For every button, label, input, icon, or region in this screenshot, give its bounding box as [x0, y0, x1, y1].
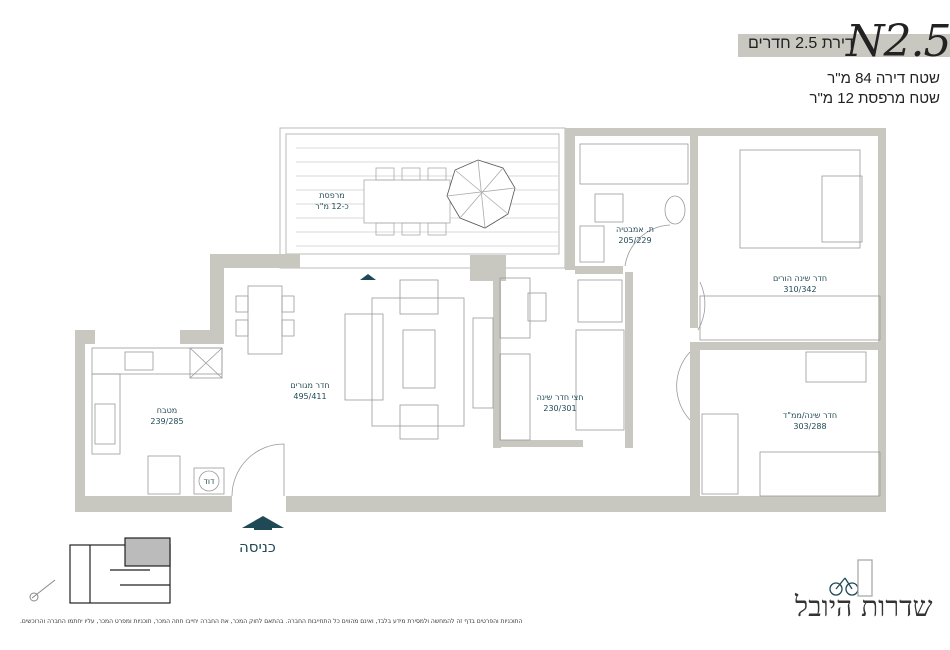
building-keyplan [69, 537, 171, 604]
balcony-arrow-icon [360, 274, 376, 280]
title-band [738, 34, 950, 57]
water-heater-label: דוד [203, 477, 215, 486]
walls [75, 128, 886, 512]
brand-logo-icon [829, 559, 873, 597]
disclaimer: התוכניות והפרטים בדף זה להמחשה ולמסירת מ… [20, 618, 523, 625]
entrance-label: כניסה [239, 538, 276, 556]
entrance-arrow-icon [242, 516, 284, 528]
balcony [279, 127, 566, 269]
apartment-code: N2.5 [846, 16, 950, 67]
balcony-area: שטח מרפסת 12 מ"ר [809, 90, 940, 107]
brand-name: שדרות היובל [795, 590, 933, 623]
arrows [242, 274, 376, 530]
apartment-area: שטח דירה 84 מ"ר [827, 70, 940, 87]
compass-icon [29, 579, 56, 602]
apartment-type: דירת 2.5 חדרים [748, 35, 854, 52]
furniture [91, 143, 881, 497]
